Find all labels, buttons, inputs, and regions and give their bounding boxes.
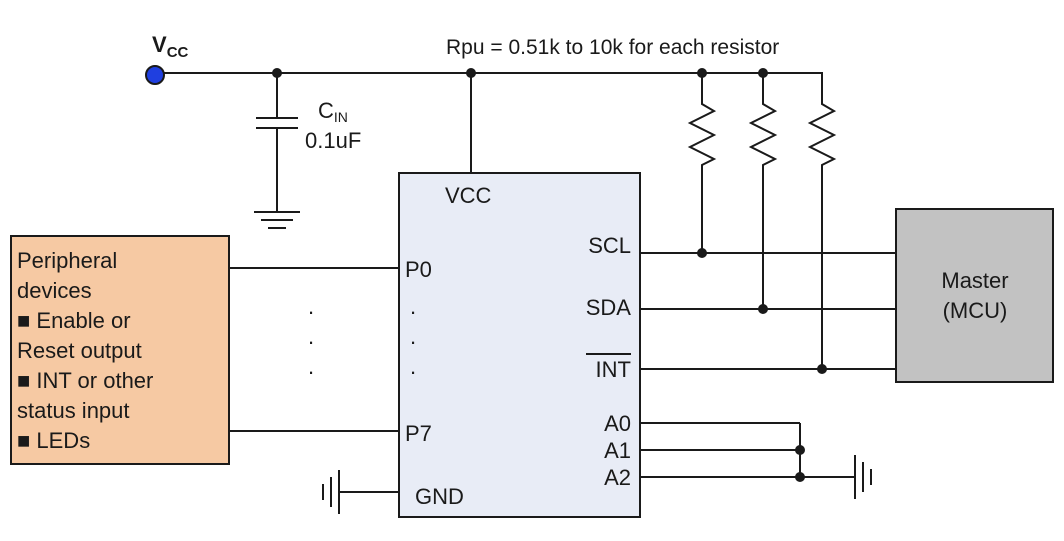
bus-ellipsis-2: . [308, 324, 314, 349]
bus-ellipsis-1: . [308, 294, 314, 319]
bus-ellipsis-3: . [308, 354, 314, 379]
ground-icon-cap [254, 211, 300, 229]
ic-ellipsis-3: . [410, 354, 416, 379]
junction-int [817, 364, 827, 374]
ic-ellipsis-2: . [410, 324, 416, 349]
ic-pin-int: INT [596, 357, 631, 382]
io-expander-ic [398, 172, 641, 518]
peripheral-box [10, 235, 230, 465]
ic-pin-a2: A2 [604, 465, 631, 490]
resistor-icon-scl [687, 73, 717, 253]
cap-value: 0.1uF [305, 128, 361, 153]
cap-label: CIN [318, 98, 348, 125]
peripheral-line-5: ■ INT or other [17, 368, 153, 393]
ic-pin-scl: SCL [588, 233, 631, 258]
vcc-label: VCC [152, 32, 189, 61]
ic-pin-gnd: GND [415, 484, 464, 509]
junction-scl [697, 248, 707, 258]
ground-icon-addr [854, 455, 872, 499]
junction-sda [758, 304, 768, 314]
resistor-icon-int [763, 72, 837, 369]
junction-a2 [795, 472, 805, 482]
peripheral-line-7: ■ LEDs [17, 428, 90, 453]
ic-pin-a1: A1 [604, 438, 631, 463]
peripheral-line-1: Peripheral [17, 248, 117, 273]
peripheral-line-3: ■ Enable or [17, 308, 131, 333]
vcc-terminal [145, 65, 165, 85]
peripheral-line-4: Reset output [17, 338, 142, 363]
resistor-icon-sda [748, 73, 778, 309]
master-box [895, 208, 1054, 383]
rpu-note: Rpu = 0.51k to 10k for each resistor [446, 36, 779, 59]
ic-pin-vcc: VCC [445, 183, 492, 208]
junction-a1 [795, 445, 805, 455]
master-line-2: (MCU) [943, 298, 1008, 323]
ic-pin-p0: P0 [405, 257, 432, 282]
ic-pin-sda: SDA [586, 295, 632, 320]
master-line-1: Master [941, 268, 1008, 293]
ic-pin-p7: P7 [405, 421, 432, 446]
ic-pin-a0: A0 [604, 411, 631, 436]
peripheral-line-2: devices [17, 278, 92, 303]
ground-icon-ic [322, 470, 340, 514]
ic-ellipsis-1: . [410, 294, 416, 319]
peripheral-line-6: status input [17, 398, 130, 423]
